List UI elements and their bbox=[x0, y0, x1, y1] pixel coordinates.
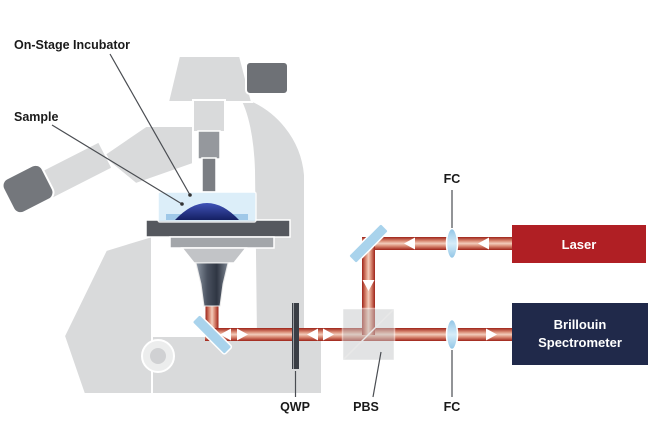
arrow-right-icon bbox=[323, 328, 334, 341]
microscope-head bbox=[166, 55, 254, 103]
microscope-illustration bbox=[1, 55, 323, 395]
optical-components bbox=[191, 223, 459, 369]
turning-mirror-top bbox=[348, 223, 389, 264]
laser-box bbox=[512, 225, 646, 263]
arrow-right-icon bbox=[237, 328, 248, 341]
fc-lens-top bbox=[445, 227, 459, 260]
fc-top-label: FC bbox=[444, 172, 461, 186]
microscope-left-slab bbox=[62, 234, 153, 395]
incubator-pointer-line bbox=[109, 53, 191, 196]
beam-upper-horizontal bbox=[362, 237, 512, 250]
head-knob bbox=[245, 61, 289, 95]
label-connectors bbox=[51, 53, 453, 398]
incubator-label: On-Stage Incubator bbox=[14, 38, 130, 52]
stage-bracket bbox=[169, 236, 275, 249]
objective-lens bbox=[195, 262, 229, 307]
sample-label: Sample bbox=[14, 110, 59, 124]
eyepiece-cap bbox=[1, 163, 55, 215]
laser-label: Laser bbox=[562, 237, 597, 252]
sample-pointer-line bbox=[51, 124, 183, 205]
arrow-left-icon bbox=[478, 237, 489, 250]
incubator-pointer-dot bbox=[188, 193, 192, 197]
illumination-column-upper bbox=[192, 99, 226, 133]
illumination-column-lower bbox=[197, 130, 221, 160]
sample-dome bbox=[175, 203, 239, 220]
sample-pointer-dot bbox=[180, 202, 184, 206]
turning-mirror-microscope bbox=[191, 314, 233, 355]
spectrometer-label-line2: Spectrometer bbox=[538, 335, 622, 350]
arrow-right-icon bbox=[486, 328, 497, 341]
arrow-left-icon bbox=[307, 328, 318, 341]
pbs-label: PBS bbox=[353, 400, 379, 414]
condenser-tip bbox=[201, 157, 217, 193]
pbs-diagonal bbox=[343, 309, 394, 360]
focus-knob-inner bbox=[150, 348, 166, 364]
arrow-left-icon bbox=[404, 237, 415, 250]
spectrometer-label-line1: Brillouin bbox=[554, 317, 607, 332]
qwp-label: QWP bbox=[280, 400, 310, 414]
fc-bottom-label: FC bbox=[444, 400, 461, 414]
qwp-plate bbox=[292, 303, 299, 369]
arrow-left-icon bbox=[220, 328, 231, 341]
arrow-down-icon bbox=[362, 280, 375, 291]
fc-lens-bottom bbox=[445, 318, 459, 351]
pbs-pointer-line bbox=[372, 351, 382, 398]
nosepiece bbox=[180, 247, 248, 264]
spectrometer-box bbox=[512, 303, 648, 365]
